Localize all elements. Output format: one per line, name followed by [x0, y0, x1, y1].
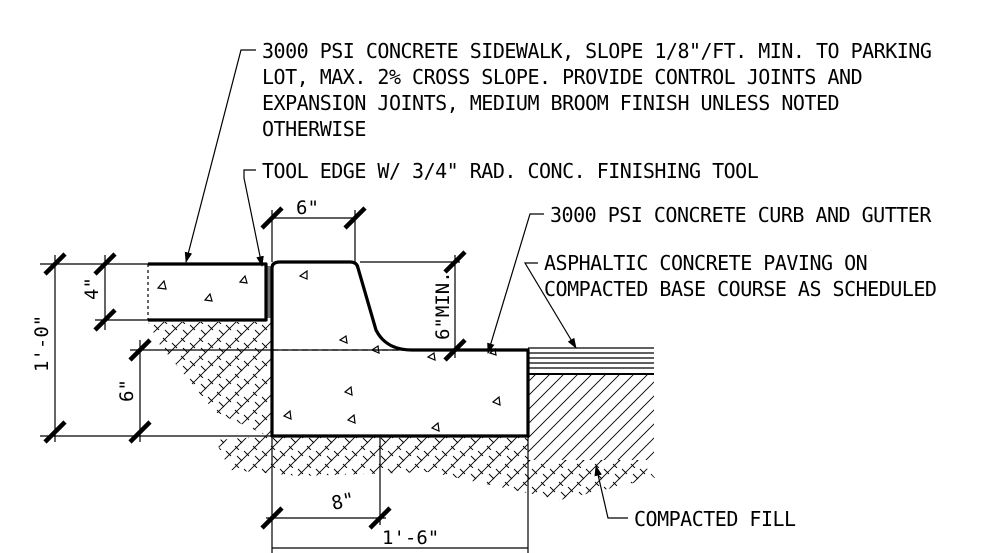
sidewalk-slab [147, 262, 271, 322]
dim-curb-reveal: 6"MIN. [432, 271, 454, 340]
sidewalk-note-line-3: EXPANSION JOINTS, MEDIUM BROOM FINISH UN… [262, 91, 839, 115]
paving-note-line-2: COMPACTED BASE COURSE AS SCHEDULED [544, 277, 936, 301]
base-course-hatch [528, 375, 654, 460]
dim-curb-top-width: 6" [296, 197, 319, 219]
dim-curb-base-width: 8" [329, 489, 356, 515]
dim-gutter-depth: 6" [116, 379, 138, 402]
tool-edge-note: TOOL EDGE W/ 3/4" RAD. CONC. FINISHING T… [262, 159, 759, 183]
sidewalk-note-line-4: OTHERWISE [262, 117, 366, 141]
sidewalk-note-line-2: LOT, MAX. 2% CROSS SLOPE. PROVIDE CONTRO… [262, 65, 862, 89]
sidewalk-note-line-1: 3000 PSI CONCRETE SIDEWALK, SLOPE 1/8"/F… [262, 39, 931, 63]
leader-lines [184, 49, 628, 519]
sidewalk-note: 3000 PSI CONCRETE SIDEWALK, SLOPE 1/8"/F… [262, 39, 932, 141]
dim-total-height: 1'-0" [31, 315, 53, 372]
asphalt-paving [528, 347, 654, 375]
dim-sidewalk-thickness: 4" [81, 277, 103, 300]
compacted-fill-note: COMPACTED FILL [634, 507, 796, 531]
paving-note-line-1: ASPHALTIC CONCRETE PAVING ON [544, 251, 867, 275]
curb-gutter-note: 3000 PSI CONCRETE CURB AND GUTTER [550, 203, 932, 227]
dim-total-width: 1'-6" [382, 527, 439, 549]
dimension-lines [40, 206, 529, 553]
